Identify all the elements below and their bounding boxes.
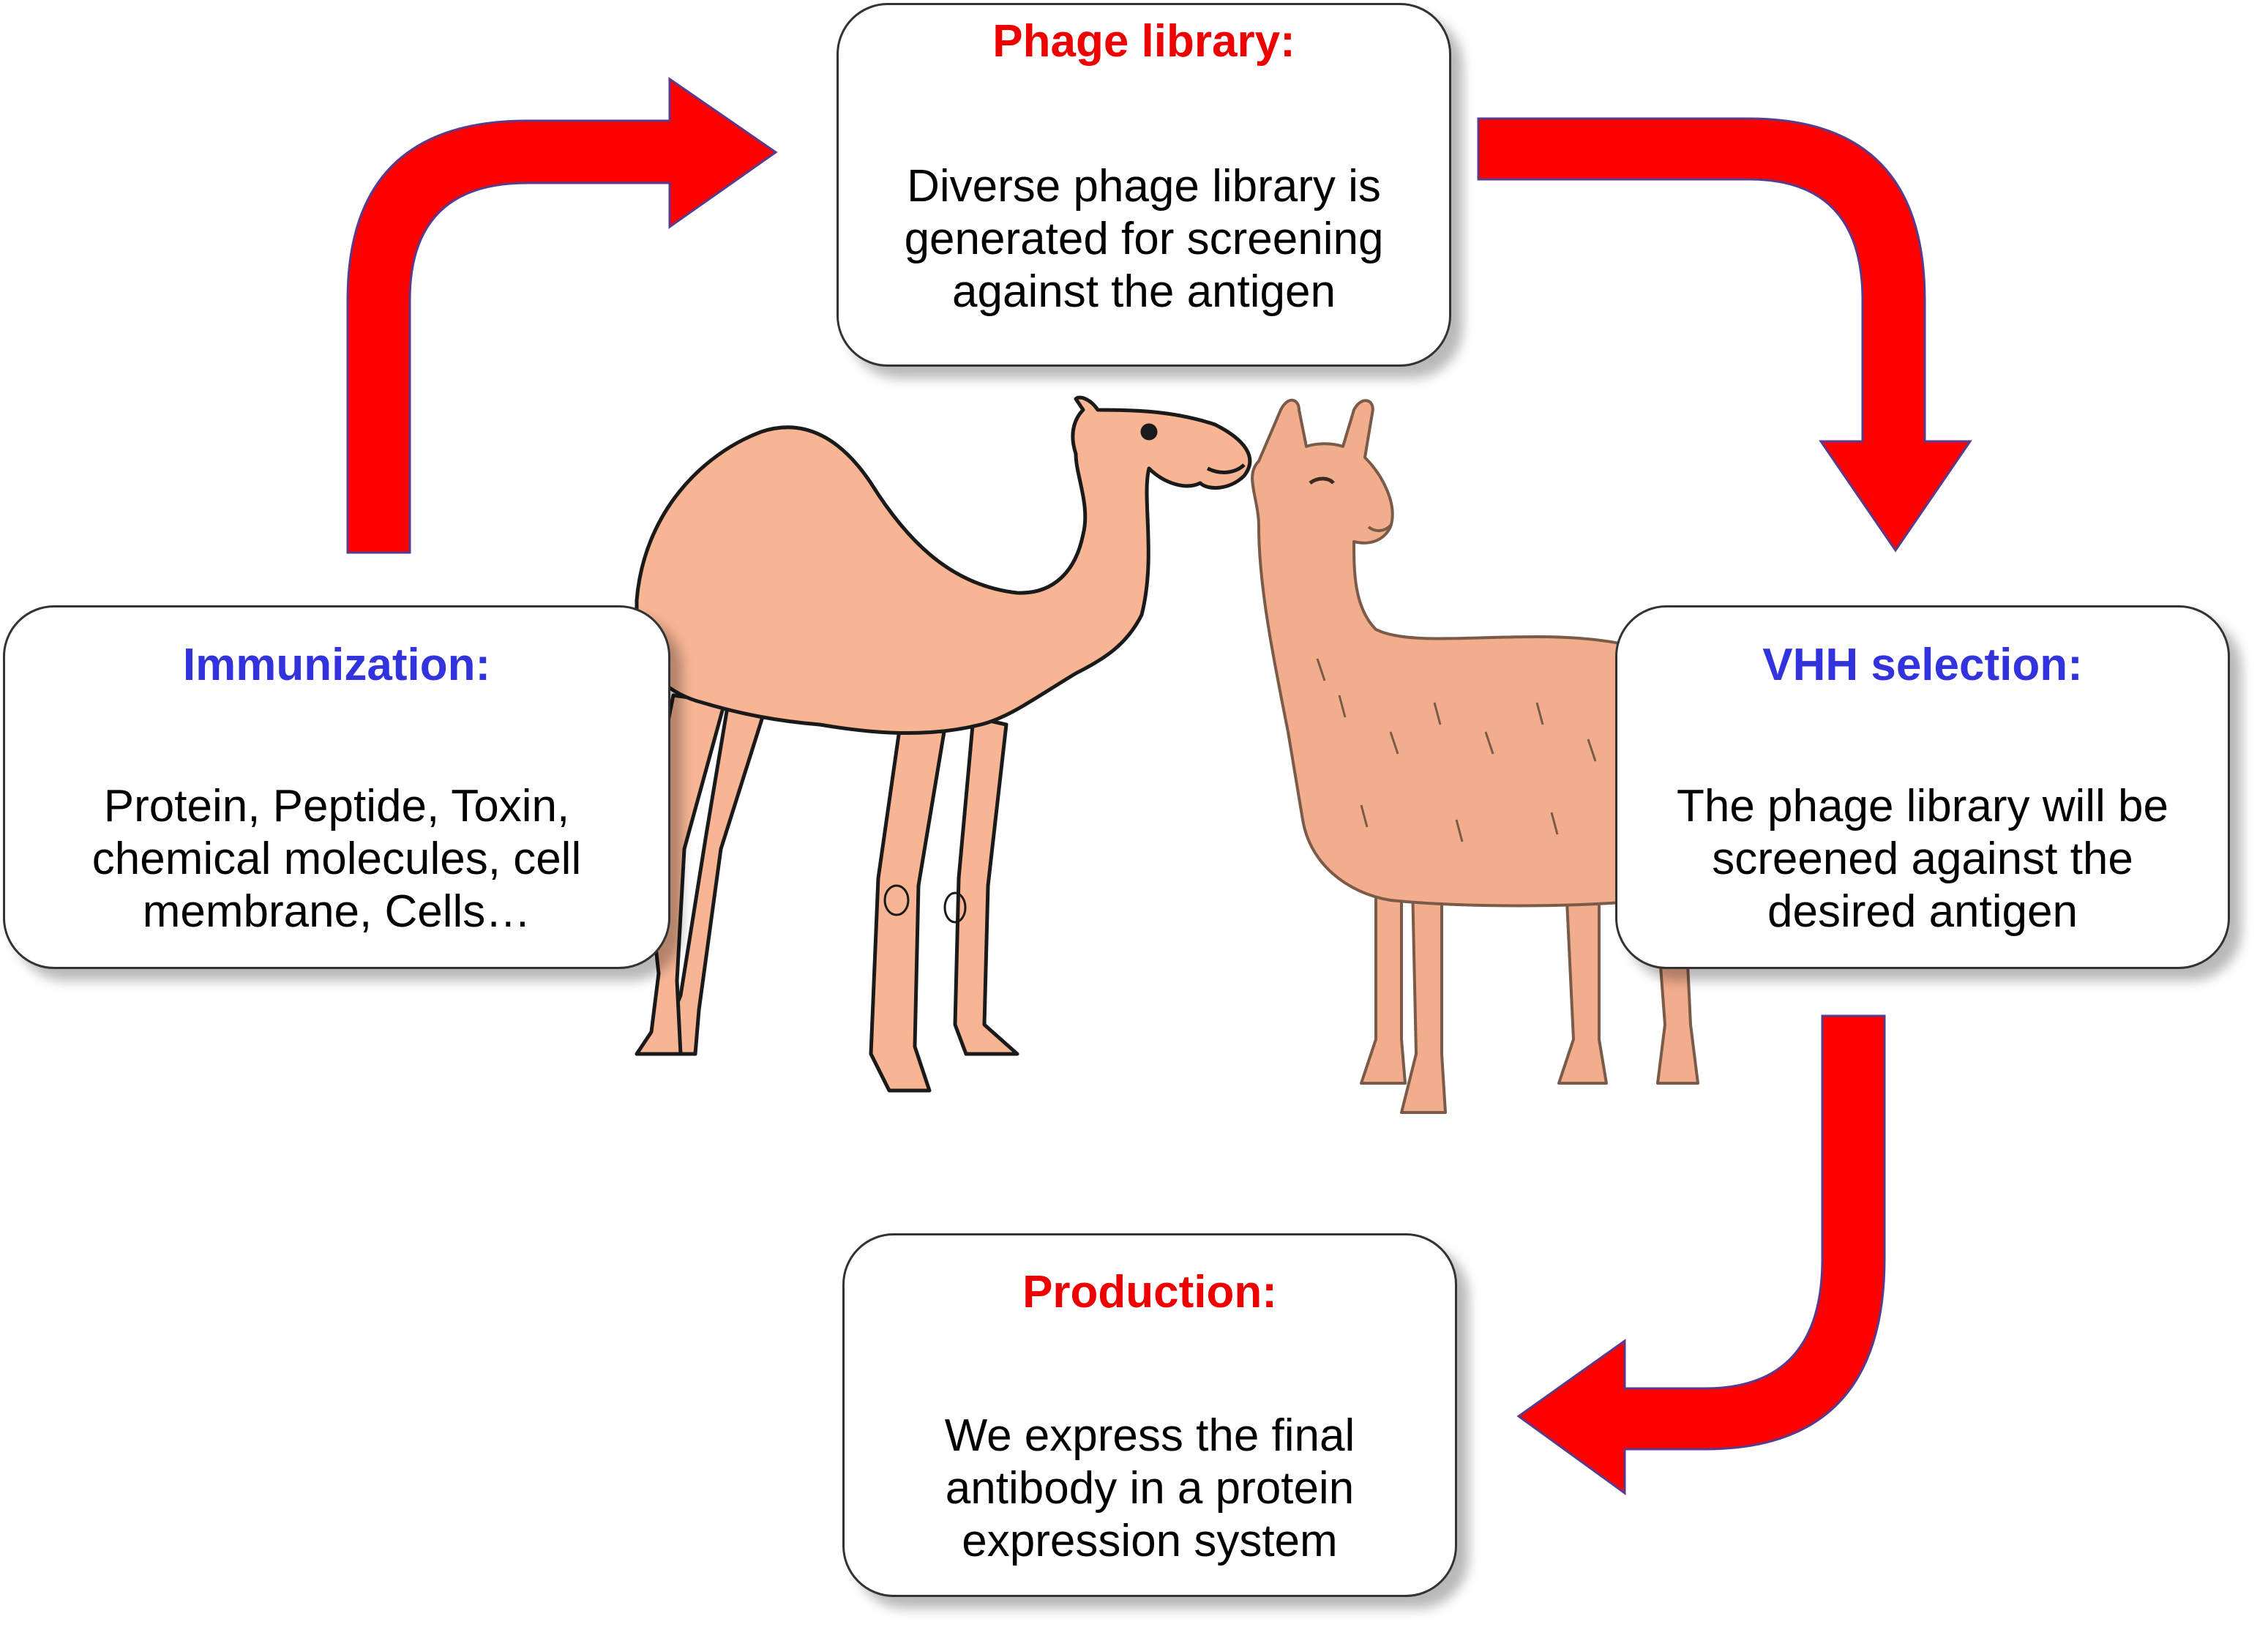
immunization-description: Protein, Peptide, Toxin, chemical molecu… xyxy=(5,780,668,938)
step-production: Production: We express the final antibod… xyxy=(842,1233,1457,1597)
llama-icon xyxy=(1251,398,1699,1114)
vhh-title: VHH selection: xyxy=(1762,640,2083,690)
camel-icon xyxy=(624,395,1252,1093)
production-description: We express the final antibody in a prote… xyxy=(845,1410,1455,1568)
phage-line-2: generated for screening xyxy=(904,214,1384,264)
production-title: Production: xyxy=(1022,1267,1277,1317)
phage-line-1: Diverse phage library is xyxy=(907,161,1381,212)
arrow-phage-to-vhh xyxy=(1477,117,1972,553)
vhh-line-2: screened against the xyxy=(1712,834,2133,884)
immunization-line-3: membrane, Cells… xyxy=(142,886,531,937)
immunization-line-1: Protein, Peptide, Toxin, xyxy=(103,781,570,831)
arrow-immunization-to-phage xyxy=(346,77,778,554)
step-phage-library: Phage library: Diverse phage library is … xyxy=(837,3,1451,367)
immunization-line-2: chemical molecules, cell xyxy=(91,834,582,884)
vhh-line-3: desired antigen xyxy=(1767,886,2078,937)
phage-title: Phage library: xyxy=(992,16,1295,67)
vhh-description: The phage library will be screened again… xyxy=(1617,780,2228,938)
production-line-1: We express the final xyxy=(944,1410,1355,1461)
step-vhh-selection: VHH selection: The phage library will be… xyxy=(1615,605,2230,969)
phage-line-3: against the antigen xyxy=(952,266,1336,317)
vhh-line-1: The phage library will be xyxy=(1676,781,2168,831)
arrow-vhh-to-production xyxy=(1516,1014,1886,1495)
step-immunization: Immunization: Protein, Peptide, Toxin, c… xyxy=(3,605,670,969)
immunization-title: Immunization: xyxy=(182,640,491,690)
production-line-3: expression system xyxy=(962,1516,1338,1566)
phage-description: Diverse phage library is generated for s… xyxy=(839,160,1449,318)
production-line-2: antibody in a protein xyxy=(945,1463,1355,1514)
